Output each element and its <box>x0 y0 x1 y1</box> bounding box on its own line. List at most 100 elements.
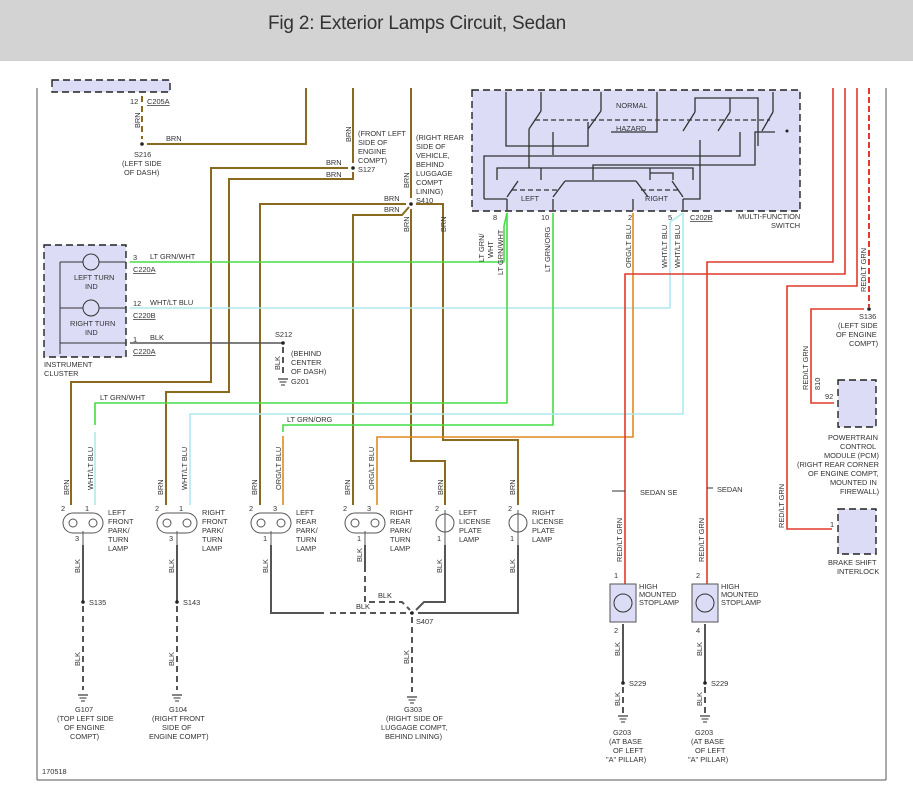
red-ltgrn-wire-bsi <box>786 88 858 530</box>
splice-s216-loc: OF DASH) <box>124 168 159 177</box>
stoplamp-variant-label: SEDAN SE <box>640 488 677 497</box>
figure-title: Fig 2: Exterior Lamps Circuit, Sedan <box>268 13 566 34</box>
ground-g203-loc: OF LEFT <box>695 746 726 755</box>
ground-g107-loc: (TOP LEFT SIDE <box>57 714 114 723</box>
stoplamp-variant-label: SEDAN <box>717 485 742 494</box>
lamp-label: LICENSE <box>532 517 564 526</box>
splice-s136: S136 <box>859 312 876 321</box>
wire-label-blk: BLK <box>356 602 370 611</box>
ground-g303: G303 <box>404 705 422 714</box>
wire-label-brn: BRN <box>62 479 71 495</box>
lamp-rr <box>344 512 386 545</box>
c220b-label: C220B <box>133 311 156 320</box>
splice-s216: S216 <box>134 150 151 159</box>
wire-label-wht-ltblu: WHT/LT BLU <box>180 447 189 490</box>
pcm-label: POWERTRAIN <box>828 433 878 442</box>
c205a-label: C205A <box>147 97 170 106</box>
wire-label-blk: BLK <box>613 642 622 656</box>
lamp-ll <box>435 510 455 545</box>
wire-label-blk: BLK <box>261 559 270 573</box>
wire-label-blk: BLK <box>435 559 444 573</box>
wire-label-ltgrn-org: LT GRN/ORG <box>287 415 333 424</box>
brn-wire-rr-lamp <box>352 206 410 505</box>
ltgrn-wht-wire-lf <box>94 213 508 425</box>
ground-icon <box>406 696 418 704</box>
brn-wire-rl-lamp <box>416 203 519 505</box>
switch-right-label: RIGHT <box>645 194 668 203</box>
ground-icon <box>171 694 183 702</box>
splice-s410-loc: BEHIND <box>416 160 444 169</box>
lamp-pin: 1 <box>357 534 361 543</box>
ground-g303-loc: BEHIND LINING) <box>385 732 442 741</box>
lamp-label: LEFT <box>108 508 127 517</box>
wire-label-brn: BRN <box>326 158 342 167</box>
lamp-label: TURN <box>108 535 129 544</box>
stoplamp-label: MOUNTED <box>639 590 676 599</box>
bsi-label: BRAKE SHIFT <box>828 558 877 567</box>
stoplamp-pin: 1 <box>614 571 618 580</box>
lamp-pin: 2 <box>435 504 439 513</box>
wire-label-brn: BRN <box>439 216 448 232</box>
lamp-label: PLATE <box>459 526 482 535</box>
pin-12: 12 <box>133 299 141 308</box>
lamp-rf <box>156 512 198 545</box>
lamp-label: PARK/ <box>296 526 319 535</box>
wire-label-org-ltblu: ORG/LT BLU <box>624 225 633 268</box>
ground-g203-loc: (AT BASE <box>691 737 724 746</box>
splice-s216-loc: (LEFT SIDE <box>122 159 162 168</box>
wire-label-red-ltgrn: RED/LT GRN <box>859 248 868 292</box>
splice-s410-loc: (RIGHT REAR <box>416 133 464 142</box>
lamp-label: LAMP <box>296 544 316 553</box>
lamp-pin: 1 <box>85 504 89 513</box>
lamp-pin: 3 <box>367 504 371 513</box>
wire-label-wht-ltblu: WHT/LT BLU <box>660 225 669 268</box>
wire-label-blk: BLK <box>167 652 176 666</box>
ground-g201: G201 <box>291 377 309 386</box>
splice-s410-loc: SIDE OF <box>416 142 446 151</box>
stoplamp-pin: 2 <box>614 626 618 635</box>
lamp-label: REAR <box>390 517 411 526</box>
wire-label-blk: BLK <box>150 333 164 342</box>
right-turn-ind-label: RIGHT TURN <box>70 319 115 328</box>
lamp-label: PARK/ <box>390 526 413 535</box>
brn-wire-s216 <box>147 88 307 145</box>
lamp-label: RIGHT <box>390 508 413 517</box>
lamp-label: PARK/ <box>108 526 131 535</box>
stoplamp-sedan <box>691 487 719 623</box>
c205a-pin: 12 <box>130 97 138 106</box>
pcm-label: (RIGHT REAR CORNER <box>797 460 879 469</box>
lamp-pin: 1 <box>179 504 183 513</box>
brn-wire-rf-lamp <box>165 172 354 505</box>
wire-label-ltgrn-org: LT GRN/ORG <box>543 226 552 272</box>
splice-s229: S229 <box>711 679 728 688</box>
stoplamp-pin: 2 <box>696 571 700 580</box>
lamp-lf <box>62 512 104 545</box>
blk-wire-lr-lamp <box>270 545 324 614</box>
pin-3: 3 <box>133 253 137 262</box>
c220a-label: C220A <box>133 265 156 274</box>
wiring-diagram: 12 C205A BRN BRN S216 (LEFT SIDE OF DASH… <box>36 79 887 781</box>
wire-label-brn: BRN <box>250 479 259 495</box>
stoplamp-label: HIGH <box>721 582 739 591</box>
splice-s135-dot <box>81 600 85 604</box>
red-ltgrn-wire-pcm <box>810 308 864 404</box>
brake-shift-interlock-module <box>837 508 877 555</box>
splice-s135: S135 <box>89 598 106 607</box>
wire-label-brn: BRN <box>343 479 352 495</box>
lamp-pin: 1 <box>437 534 441 543</box>
lamp-label: TURN <box>202 535 223 544</box>
wire-label-brn: BRN <box>402 172 411 188</box>
wire-label-blk: BLK <box>73 652 82 666</box>
ground-g203: G203 <box>613 728 631 737</box>
right-turn-ind-bulb <box>82 299 100 317</box>
lamp-label: REAR <box>296 517 317 526</box>
lamp-pin: 3 <box>273 504 277 513</box>
ltgrn-wht-wire-pin8 <box>503 212 508 262</box>
instrument-cluster: LEFT TURN IND RIGHT TURN IND <box>43 244 127 358</box>
wire-label-wht-ltblu: WHT/LT BLU <box>86 447 95 490</box>
pcm-module <box>837 379 877 428</box>
pcm-label: CONTROL <box>840 442 876 451</box>
wire-label-brn: BRN <box>402 216 411 232</box>
wire-label-brn: BRN <box>508 479 517 495</box>
stoplamp-label: HIGH <box>639 582 657 591</box>
